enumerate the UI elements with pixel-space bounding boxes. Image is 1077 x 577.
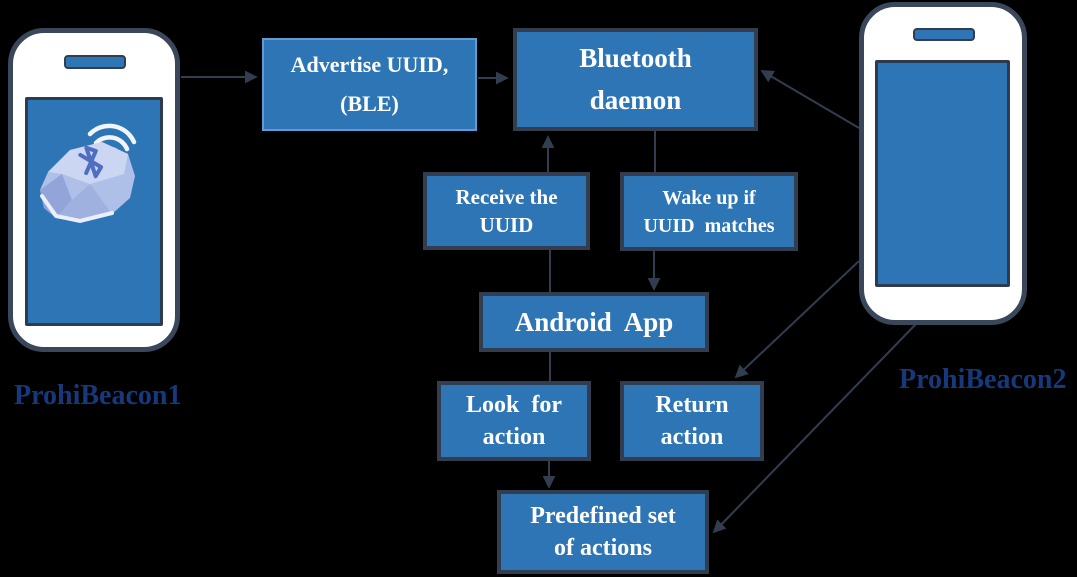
edge-beacon2-daemon [760, 70, 860, 129]
bluetooth-icon [78, 145, 104, 179]
edge-beacon2-return [734, 260, 860, 379]
node-look-for-action: Look for action [437, 381, 591, 461]
node-wake-up-if-uuid-matches: Wake up if UUID matches [620, 172, 798, 251]
node-android-line1: Android App [514, 306, 674, 337]
node-wakeup-line2: UUID matches [643, 214, 775, 237]
node-predefined-set-of-actions: Predefined set of actions [497, 490, 709, 574]
node-return-line1: Return [655, 391, 729, 418]
node-look-line1: Look for [466, 391, 562, 418]
phone1-speaker [64, 55, 126, 69]
node-receive-uuid: Receive the UUID [423, 172, 590, 250]
phone1-screen [25, 97, 163, 326]
phone2-screen [875, 60, 1010, 287]
node-advertise-uuid: Advertise UUID, (BLE) [262, 38, 477, 131]
node-wakeup-line1: Wake up if [662, 186, 756, 209]
node-return-action: Return action [620, 381, 764, 461]
node-look-line2: action [482, 424, 546, 450]
beacon1-label: ProhiBeacon1 [14, 380, 182, 411]
node-daemon-line2: daemon [589, 85, 682, 115]
node-advertise-line2: (BLE) [340, 90, 399, 116]
phone-beacon2 [859, 2, 1027, 325]
phone-beacon1 [8, 28, 180, 352]
node-predefined-line1: Predefined set [530, 502, 676, 529]
node-android-app: Android App [479, 292, 709, 352]
node-advertise-line1: Advertise UUID, [290, 52, 449, 78]
node-daemon-line1: Bluetooth [579, 43, 692, 73]
phone2-speaker [913, 28, 975, 41]
beacon-stone-icon [40, 123, 137, 224]
edge-beacon2-predefined [712, 323, 917, 534]
node-receive-line1: Receive the [455, 184, 558, 209]
node-bluetooth-daemon: Bluetooth daemon [513, 28, 758, 131]
node-predefined-line2: of actions [554, 535, 652, 561]
beacon2-label: ProhiBeacon2 [899, 364, 1067, 395]
node-return-line2: action [660, 424, 724, 450]
node-receive-line2: UUID [479, 213, 534, 237]
